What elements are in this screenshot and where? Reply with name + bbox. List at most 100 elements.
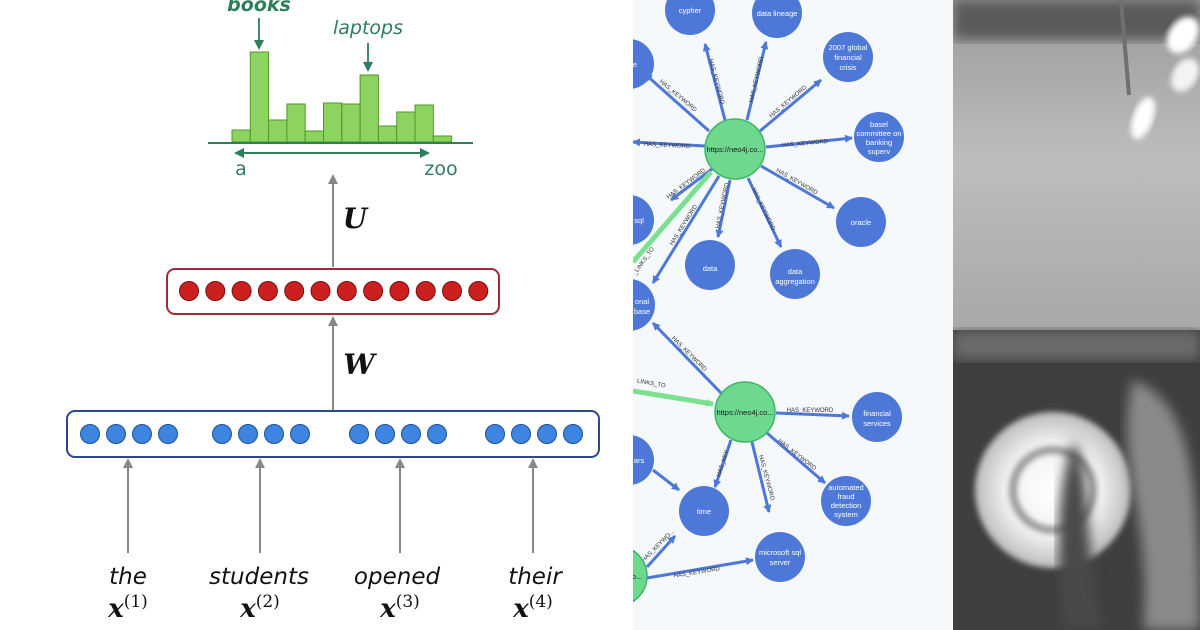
input-layer-nodes [80, 424, 583, 444]
edge-label: HAS_KEYWORD [787, 408, 834, 414]
vector-index-close-1: ) [141, 592, 148, 612]
edge-links-to-2 [633, 388, 714, 407]
graph-node-financial-services[interactable]: financial services [852, 392, 902, 442]
lamp-cable [1119, 0, 1131, 96]
word-2: students [209, 564, 309, 590]
language-model-svg: a zoo books laptops U W the students ope… [66, 0, 600, 624]
hidden-node [442, 281, 462, 301]
edge-label: HAS_KEYWORD [669, 204, 699, 247]
graph-node-oracle[interactable]: oracle [836, 197, 886, 247]
edge-page2-relational [651, 321, 723, 395]
edge-label: HAS_KEYWORD [781, 139, 829, 149]
hidden-node [468, 281, 489, 301]
histogram-bar [323, 102, 343, 143]
vector-index-open-1: ( [124, 592, 131, 612]
graph-node-microsoft-sql-server[interactable]: microsoft sql server [755, 532, 805, 582]
foreground-blur [1127, 380, 1200, 630]
node-label: financial [834, 53, 862, 62]
input-node [537, 424, 557, 444]
node-label: ars [634, 456, 645, 465]
edge-page1-cypher [702, 43, 727, 121]
input-node [375, 424, 395, 444]
graph-node-basel[interactable]: basel committee on banking superv [854, 112, 904, 162]
node-label: / sql [633, 216, 644, 225]
graph-node-data-lineage[interactable]: data lineage [752, 0, 802, 38]
edge-label: HAS_KEYWORD [776, 438, 817, 472]
graph-node-cypher[interactable]: cypher [665, 0, 715, 35]
vector-label-3: x(3) [379, 592, 420, 624]
graph-node-relational[interactable]: onal base [633, 279, 655, 331]
vector-index-close-2: ) [273, 592, 280, 612]
edge-label: HAS_KEYWORD [769, 85, 809, 120]
hidden-node [205, 281, 226, 301]
graph-node-time[interactable]: time [679, 486, 729, 536]
node-label: basel [870, 120, 888, 129]
node-label: data [703, 264, 718, 273]
node-label: server [770, 558, 791, 567]
graph-node-fraud[interactable]: automated fraud detection system [821, 476, 871, 526]
hidden-node [336, 281, 357, 301]
edge-page2-fraud [766, 431, 826, 485]
node-label: https://neo4j.co... [716, 408, 773, 417]
node-label: base [634, 307, 650, 316]
histogram-bar [432, 135, 453, 143]
vector-symbol-4: x [512, 594, 529, 624]
vector-symbol-2: x [239, 594, 256, 624]
graph-node-e[interactable]: e [633, 39, 654, 89]
edge-label: HAS_KEYWORD [658, 79, 698, 114]
graph-node-page-3[interactable]: o... [633, 546, 648, 606]
graph-node-data[interactable]: data [685, 240, 735, 290]
input-node [401, 424, 421, 444]
hidden-node [284, 281, 305, 301]
vector-label-1: x(1) [107, 592, 148, 624]
input-layer-box [66, 410, 600, 458]
graph-node-page-1[interactable]: https://neo4j.co... [704, 118, 766, 180]
graph-node-page-2[interactable]: https://neo4j.co... [714, 381, 776, 443]
node-label: 2007 global [829, 43, 868, 52]
node-label: microsoft sql [759, 548, 801, 557]
graph-node-sql[interactable]: / sql [633, 195, 654, 245]
histogram-bar [359, 74, 379, 143]
edge-label: HAS_KEY... [716, 445, 732, 478]
graph-edges-page-1 [633, 41, 853, 284]
histogram-bar [286, 103, 306, 143]
annotation-laptops: laptops [333, 17, 403, 39]
input-node [427, 424, 447, 444]
graph-edges-page-2 [645, 321, 850, 580]
node-label: banking [866, 138, 892, 147]
edge-page1-crisis [759, 78, 822, 133]
input-node [290, 424, 310, 444]
edge-page2-time [713, 439, 733, 488]
edge-page1-lineage [745, 41, 769, 121]
vector-index-2: 2 [262, 592, 273, 612]
grayscale-photo [953, 0, 1200, 630]
edge-label: HAS_KEYWO... [641, 529, 676, 564]
hidden-node [389, 281, 410, 301]
graph-node-ars[interactable]: ars [633, 435, 654, 485]
vector-symbol-3: x [379, 594, 396, 624]
edge-page1-oracle [760, 164, 835, 210]
weight-label-w: W [343, 348, 377, 381]
input-node [212, 424, 232, 444]
node-label: system [834, 510, 858, 519]
node-label: o... [633, 572, 642, 581]
node-label: committee on [856, 129, 901, 138]
input-node [349, 424, 369, 444]
node-label: oracle [851, 218, 871, 227]
graph-keyword-nodes: e cypher data lineage 2007 global financ… [633, 0, 904, 582]
knowledge-graph-svg: HAS_KEYWORD HAS_KEYWORD HAS_KEYWORD HAS_… [633, 0, 904, 606]
hidden-node [415, 281, 436, 301]
edge-label: HAS_KEYWORD [707, 58, 725, 105]
graph-node-data-aggregation[interactable]: data aggregation [770, 249, 820, 299]
hidden-layer-box [166, 268, 500, 315]
axis-end-label: zoo [424, 158, 457, 180]
vector-index-4: 4 [535, 592, 546, 612]
graph-node-crisis[interactable]: 2007 global financial crisis [823, 32, 873, 82]
input-node [485, 424, 505, 444]
annotation-books: books [227, 0, 291, 16]
histogram-bar [396, 111, 416, 143]
edge-page2-financial [775, 411, 850, 420]
ceiling-shadow [953, 0, 1200, 40]
edge-page1-data [715, 179, 732, 238]
node-label: superv [868, 147, 891, 156]
